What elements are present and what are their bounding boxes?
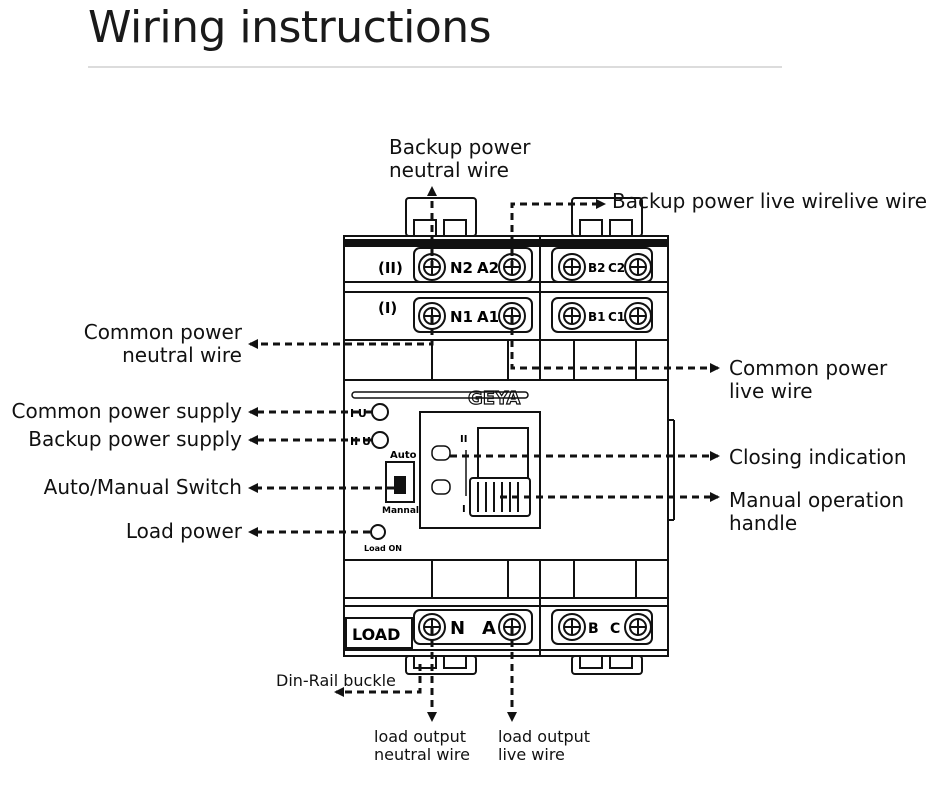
closing-indicator-ii-icon xyxy=(431,445,451,461)
label-backup-live: Backup power live wirelive wire xyxy=(612,189,928,213)
label-load-neutral-line2: neutral wire xyxy=(374,745,470,764)
load-tag: LOAD xyxy=(352,625,400,644)
label-load-live: load output live wire xyxy=(498,728,590,764)
screw-load-b-icon xyxy=(558,613,586,641)
terminal-load-c: C xyxy=(610,621,620,637)
label-manual-handle: Manual operation handle xyxy=(729,489,904,535)
label-manual-handle-line1: Manual operation xyxy=(729,488,905,512)
screw-b2-icon xyxy=(558,253,586,281)
label-common-neutral-line1: Common power xyxy=(83,320,242,344)
label-load-live-line2: live wire xyxy=(498,745,565,764)
terminal-a1: A1 xyxy=(477,308,499,326)
label-load-neutral-line1: load output xyxy=(374,727,467,746)
front-panel: GEYA I U II U Auto Mannal Load ON II I xyxy=(350,387,541,553)
label-load-power: Load power xyxy=(125,519,242,543)
label-din-rail: Din-Rail buckle xyxy=(276,671,396,690)
terminal-n2: N2 xyxy=(450,259,473,277)
load-power-indicator-icon xyxy=(370,524,386,540)
label-load-live-line1: load output xyxy=(498,727,591,746)
label-common-neutral-line2: neutral wire xyxy=(122,343,242,367)
screw-c2-icon xyxy=(624,253,652,281)
label-load-neutral: load output neutral wire xyxy=(374,728,470,764)
backup-supply-indicator-icon xyxy=(371,431,389,449)
terminal-load-b: B xyxy=(588,621,599,637)
terminal-row-backup: (II) N2 A2 B2 C2 xyxy=(378,247,653,283)
switch-manual-label: Mannal xyxy=(382,506,419,516)
din-rail-buckle-left xyxy=(405,655,477,675)
handle-pos-ii: II xyxy=(460,434,467,445)
label-common-live: Common power live wire xyxy=(729,357,887,403)
terminal-load-n: N xyxy=(450,618,465,639)
screw-load-a-icon xyxy=(498,613,526,641)
load-indicator-label: Load ON xyxy=(364,544,402,553)
terminal-b2: B2 xyxy=(588,261,606,275)
common-supply-indicator-icon xyxy=(371,403,389,421)
label-manual-handle-line2: handle xyxy=(729,511,798,535)
terminal-row-common: (I) N1 A1 B1 C1 xyxy=(378,297,653,333)
title-divider xyxy=(88,66,782,68)
label-common-neutral: Common power neutral wire xyxy=(84,321,242,367)
closing-indicator-i-icon xyxy=(431,479,451,495)
terminal-n1: N1 xyxy=(450,308,473,326)
arrow-backup-live xyxy=(510,199,606,268)
top-mount-clip-left xyxy=(405,197,477,237)
label-backup-neutral-line1: Backup power xyxy=(389,135,531,159)
brand-logo: GEYA xyxy=(468,388,520,409)
terminal-b1: B1 xyxy=(588,310,606,324)
handle-pos-i: I xyxy=(462,504,466,515)
label-common-live-line1: Common power xyxy=(729,356,888,380)
label-common-live-line2: live wire xyxy=(729,379,813,403)
screw-c1-icon xyxy=(624,302,652,330)
label-closing-indication: Closing indication xyxy=(729,445,907,469)
screw-b1-icon xyxy=(558,302,586,330)
backup-supply-indicator-label: II U xyxy=(350,435,371,448)
label-backup-supply: Backup power supply xyxy=(28,427,242,451)
row2-tag: (II) xyxy=(378,259,403,277)
arrow-common-neutral xyxy=(248,316,434,349)
terminal-a2: A2 xyxy=(477,259,499,277)
terminal-load-a: A xyxy=(482,618,496,639)
arrow-din-rail xyxy=(334,664,422,697)
terminal-row-load: LOAD N A B C xyxy=(345,609,653,649)
row1-tag: (I) xyxy=(378,299,397,317)
label-backup-neutral: Backup power neutral wire xyxy=(389,136,530,182)
label-common-supply: Common power supply xyxy=(11,399,243,423)
terminal-c1: C1 xyxy=(608,310,625,324)
label-backup-neutral-line2: neutral wire xyxy=(389,158,509,182)
arrow-common-live xyxy=(510,316,720,373)
switch-auto-label: Auto xyxy=(390,450,417,461)
top-mount-clip-right xyxy=(571,197,643,237)
screw-load-n-icon xyxy=(418,613,446,641)
terminal-c2: C2 xyxy=(608,261,625,275)
label-auto-manual: Auto/Manual Switch xyxy=(43,475,242,499)
screw-load-c-icon xyxy=(624,613,652,641)
page-title: Wiring instructions xyxy=(88,2,492,53)
din-rail-buckle-right xyxy=(571,655,643,675)
